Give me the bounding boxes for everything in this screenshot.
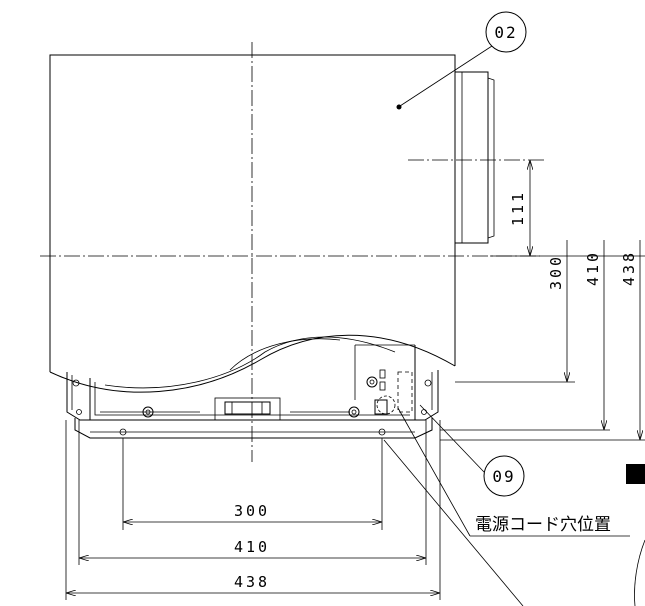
center-lines [40,42,545,462]
dim-v-410: 410 [584,250,602,286]
unit-housing [49,54,495,393]
callout-02: 02 [396,11,527,110]
dim-v-300: 300 [547,254,565,290]
chassis [66,344,439,439]
callout-09: 09 [419,404,525,497]
edge-curve [634,539,645,606]
callout-02-label: 02 [494,23,517,42]
vertical-dimensions: 111 300 410 438 [440,160,645,441]
horizontal-dimensions: 300 410 438 [65,420,441,600]
dim-v-111: 111 [509,190,527,226]
dim-v-438: 438 [620,250,638,286]
callout-09-label: 09 [492,467,515,486]
dim-h-410: 410 [234,538,270,556]
power-cord-hole-label: 電源コード穴位置 [475,515,611,535]
dim-h-438: 438 [234,573,270,591]
dim-h-300: 300 [234,502,270,520]
section-marker [626,464,645,484]
power-cord-hole-callout: 電源コード穴位置 [383,407,630,606]
